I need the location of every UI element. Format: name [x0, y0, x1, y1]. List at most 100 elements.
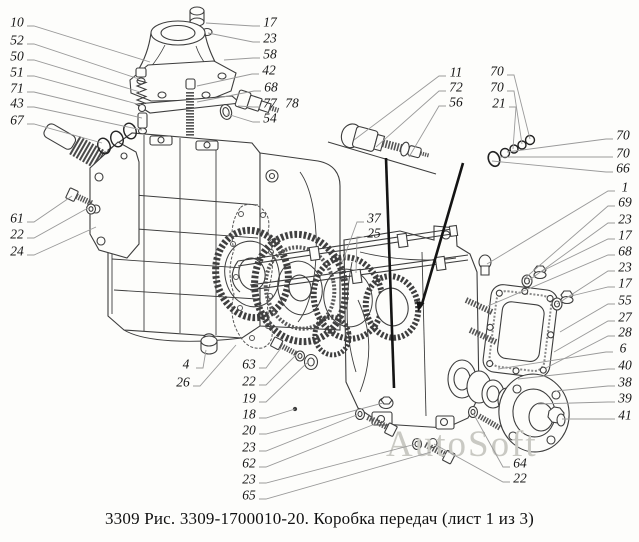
part-number-23: 23	[263, 31, 277, 46]
part-number-4: 4	[183, 357, 190, 372]
leader-line-26	[193, 345, 236, 386]
leader-line-55	[560, 304, 615, 332]
part-number-71: 71	[10, 81, 24, 96]
part-number-70: 70	[490, 64, 504, 79]
leader-line-17	[540, 239, 615, 272]
leader-line-17	[567, 287, 615, 297]
leader-line-23	[557, 271, 615, 304]
part-number-65: 65	[242, 488, 256, 503]
leader-line-77	[238, 106, 260, 107]
leader-line-65	[259, 452, 431, 499]
leader-line-38	[556, 386, 615, 391]
part-number-19: 19	[242, 391, 256, 406]
leader-line-27	[554, 321, 615, 352]
bolt-63	[270, 337, 298, 358]
leader-line-22	[259, 355, 296, 385]
leader-line-37	[342, 222, 364, 263]
part-number-22: 22	[10, 227, 24, 242]
leader-line-28	[546, 336, 615, 368]
leader-line-39	[538, 402, 615, 404]
leader-line-70	[507, 75, 530, 139]
leader-line-62	[259, 424, 375, 467]
leader-line-1	[487, 191, 615, 264]
detent-ball	[139, 105, 146, 112]
leader-line-22	[27, 208, 88, 238]
part-number-18: 18	[242, 407, 256, 422]
tower-flange	[130, 61, 236, 101]
detent-spring-stack	[136, 68, 195, 136]
part-number-39: 39	[617, 391, 632, 406]
leader-line-19	[259, 362, 308, 402]
shift-rails	[232, 225, 468, 292]
leader-line-23	[528, 223, 615, 281]
leader-line-72	[376, 91, 446, 147]
leader-line-71	[27, 92, 142, 118]
part-number-54: 54	[263, 111, 277, 126]
leader-line-63	[259, 348, 281, 368]
part-number-22: 22	[242, 374, 256, 389]
leader-line-58	[224, 58, 260, 60]
part-number-51: 51	[10, 65, 24, 80]
part-number-43: 43	[10, 96, 24, 111]
part-number-72: 72	[449, 80, 463, 95]
leader-line-4	[196, 350, 206, 368]
part-number-77: 77	[263, 96, 278, 111]
part-number-56: 56	[449, 95, 463, 110]
leader-line-25	[356, 237, 364, 273]
part-number-25: 25	[367, 226, 381, 241]
leader-line-10	[27, 26, 150, 62]
leader-line-40	[518, 369, 615, 379]
leader-line-54	[227, 114, 260, 122]
gear-cluster	[208, 223, 424, 358]
part-number-6: 6	[620, 341, 627, 356]
leader-line-21	[509, 107, 516, 149]
part-number-17: 17	[618, 228, 633, 243]
leader-line-23	[259, 414, 359, 451]
part-number-52: 52	[10, 33, 24, 48]
part-number-21: 21	[492, 96, 506, 111]
part-number-23: 23	[618, 260, 632, 275]
leader-line-66	[492, 161, 613, 172]
part-number-42: 42	[262, 63, 276, 78]
detent-spring	[137, 80, 146, 104]
leader-line-52	[27, 44, 139, 79]
output-flange	[469, 370, 575, 457]
part-number-10: 10	[10, 15, 24, 30]
leader-line-64	[473, 413, 510, 467]
part-number-61: 61	[10, 211, 24, 226]
part-number-11: 11	[450, 65, 463, 80]
part-number-20: 20	[242, 423, 256, 438]
bolt-62	[365, 413, 398, 437]
part-number-27: 27	[618, 310, 633, 325]
part-number-68: 68	[618, 244, 632, 259]
pto-studs-and-nuts	[466, 255, 573, 342]
part-number-67: 67	[10, 113, 25, 128]
leader-line-70	[507, 91, 522, 144]
leader-line-50	[27, 60, 140, 92]
part-number-26: 26	[176, 375, 190, 390]
part-number-62: 62	[242, 456, 256, 471]
part-number-66: 66	[616, 161, 630, 176]
part-number-78: 78	[285, 96, 299, 111]
part-number-28: 28	[618, 325, 632, 340]
leader-line-17	[206, 23, 260, 26]
part-number-38: 38	[617, 375, 632, 390]
part-number-69: 69	[618, 195, 632, 210]
leader-line-23	[259, 444, 416, 483]
part-number-63: 63	[242, 357, 256, 372]
part-number-55: 55	[618, 293, 632, 308]
part-number-17: 17	[618, 276, 633, 291]
part-number-23: 23	[242, 472, 256, 487]
part-number-24: 24	[10, 244, 24, 259]
leader-line-43	[27, 107, 142, 130]
part-number-41: 41	[618, 408, 632, 423]
leader-line-70	[507, 139, 613, 152]
part-number-17: 17	[263, 15, 278, 30]
leader-line-18	[259, 409, 295, 418]
part-number-23: 23	[618, 212, 632, 227]
part-number-70: 70	[490, 80, 504, 95]
part-number-68: 68	[264, 80, 278, 95]
leader-line-67	[27, 124, 102, 143]
